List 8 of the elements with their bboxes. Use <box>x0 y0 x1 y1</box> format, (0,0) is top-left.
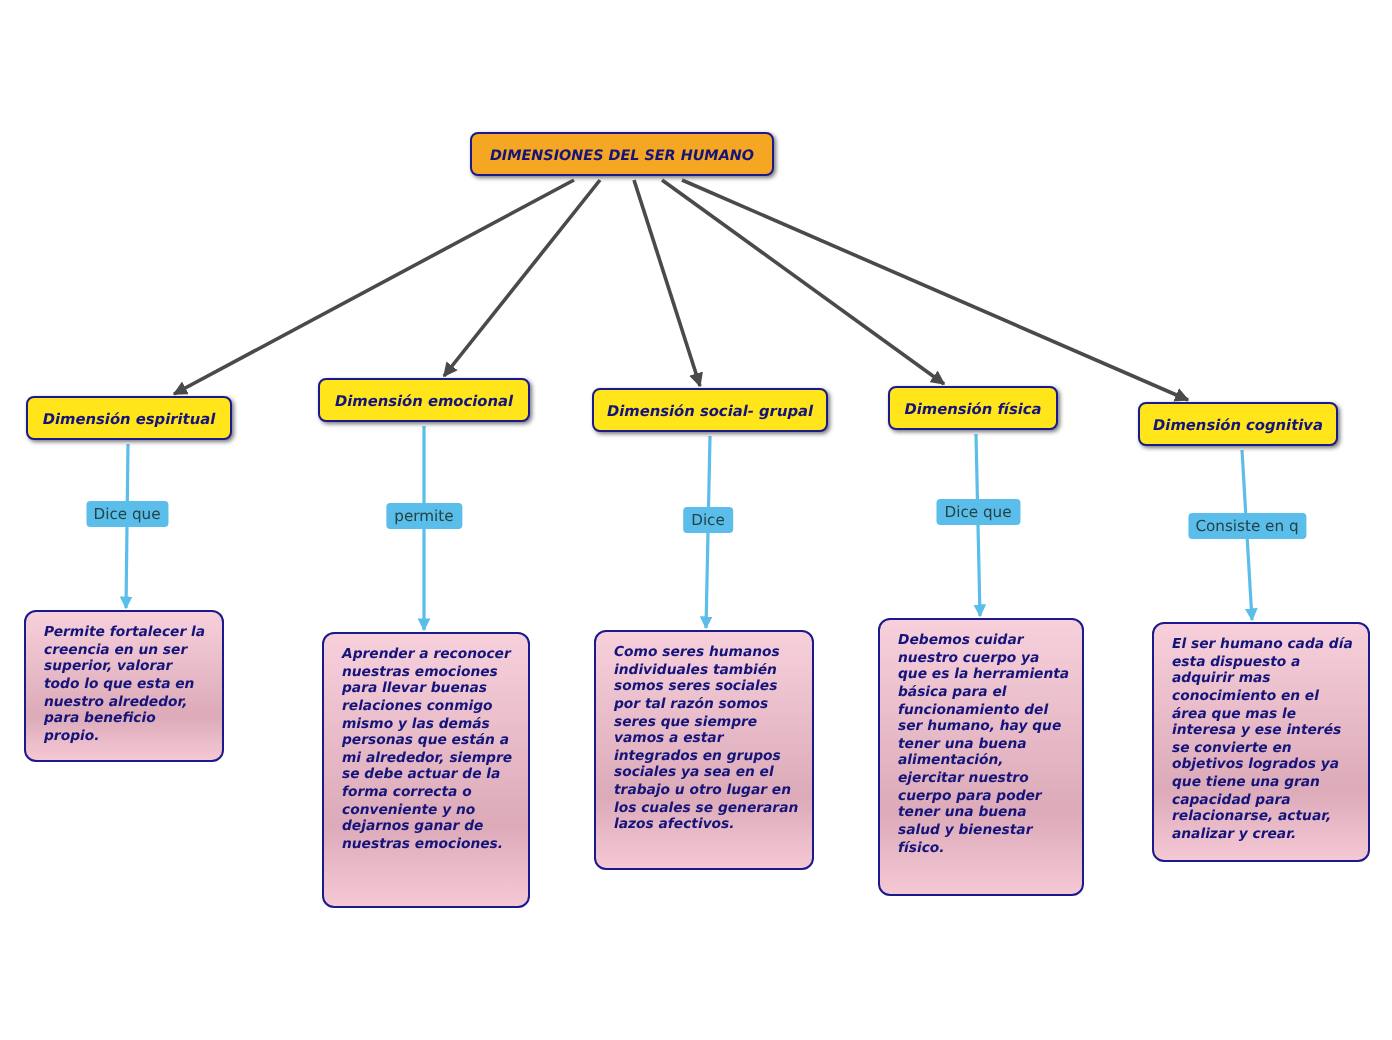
arrow <box>442 178 602 378</box>
arrow <box>172 178 575 396</box>
arrow <box>1240 449 1258 622</box>
arrow <box>417 426 431 632</box>
arrow <box>660 178 946 386</box>
arrow <box>699 435 713 630</box>
arrow <box>681 178 1190 402</box>
arrow <box>632 179 703 388</box>
